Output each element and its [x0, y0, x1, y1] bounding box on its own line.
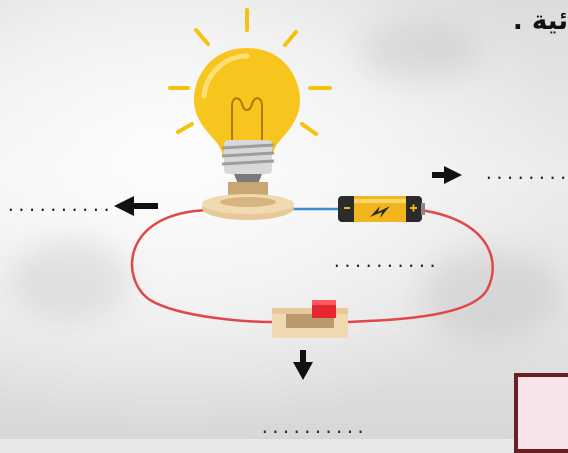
light-bulb-icon [194, 48, 300, 220]
arrow-left-icon [114, 196, 158, 216]
ray [176, 122, 194, 134]
bulb-answer-blank: .......... [6, 196, 113, 215]
ray [300, 122, 318, 136]
battery-icon [338, 196, 425, 222]
ray [283, 30, 298, 47]
background-blur [420, 250, 560, 340]
arrow-right-icon [432, 166, 462, 184]
light-rays [168, 8, 332, 136]
wire-answer-blank: .......... [332, 252, 439, 271]
answer-box [514, 373, 568, 453]
background-blur [360, 20, 480, 80]
heading-text: ئية . [512, 6, 568, 36]
circuit-diagram [114, 8, 494, 380]
background-blur [10, 240, 130, 320]
switch-icon [272, 300, 348, 338]
ray [194, 28, 210, 46]
arrow-down-icon [293, 350, 313, 380]
switch-answer-blank: .......... [260, 418, 367, 437]
battery-answer-blank: .......... [484, 164, 568, 183]
